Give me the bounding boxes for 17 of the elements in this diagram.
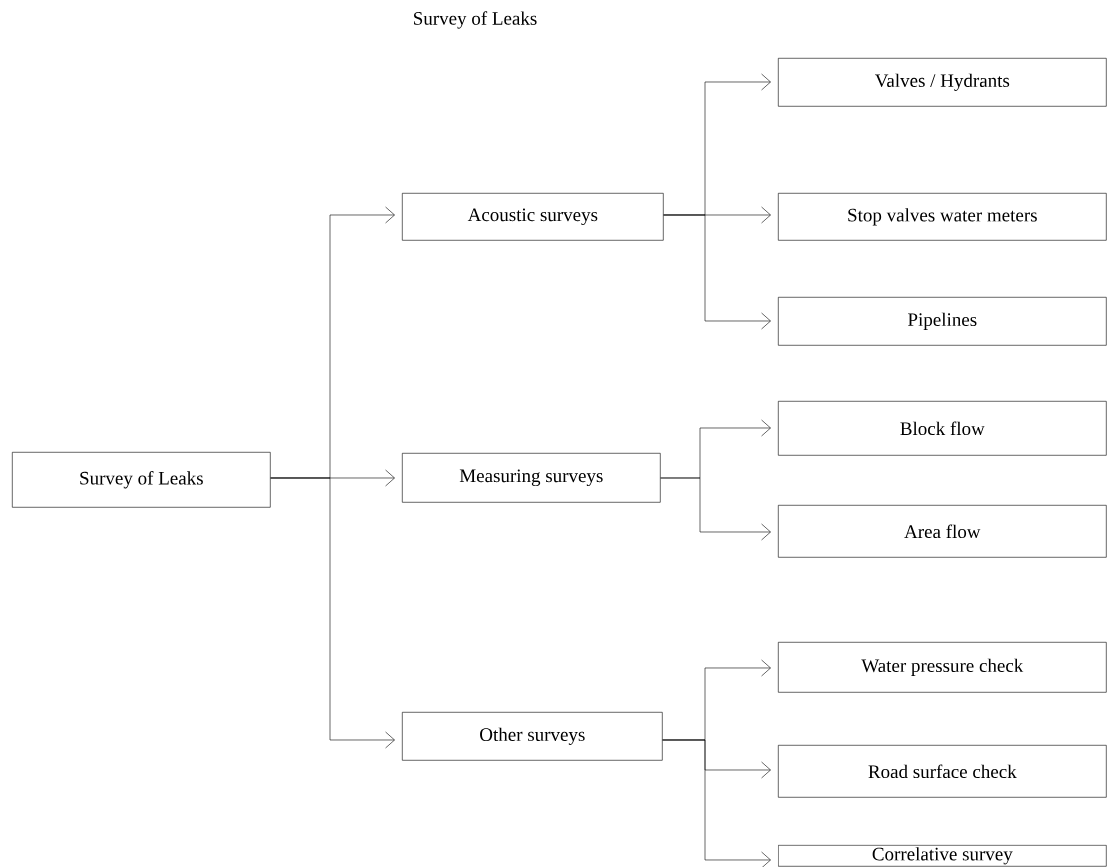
arrow bbox=[663, 214, 771, 330]
process-box: Water pressure check bbox=[778, 642, 1107, 693]
process-box: Valves / Hydrants bbox=[778, 58, 1107, 107]
arrow bbox=[660, 477, 771, 541]
arrow bbox=[270, 477, 395, 749]
process-box: Correlative survey bbox=[778, 845, 1107, 867]
process-box: Road surface check bbox=[778, 745, 1107, 798]
process-box: Block flow bbox=[778, 401, 1107, 456]
process-box: Acoustic surveys bbox=[402, 193, 664, 241]
arrow bbox=[662, 739, 771, 867]
process-box: Other surveys bbox=[402, 712, 663, 761]
process-box: Measuring surveys bbox=[402, 453, 661, 503]
process-box: Pipelines bbox=[778, 297, 1107, 346]
title: Survey of Leaks bbox=[414, 11, 537, 29]
process-box: Stop valves water meters bbox=[778, 193, 1107, 241]
process-box: Area flow bbox=[778, 505, 1107, 558]
process-box: Survey of Leaks bbox=[12, 452, 271, 508]
